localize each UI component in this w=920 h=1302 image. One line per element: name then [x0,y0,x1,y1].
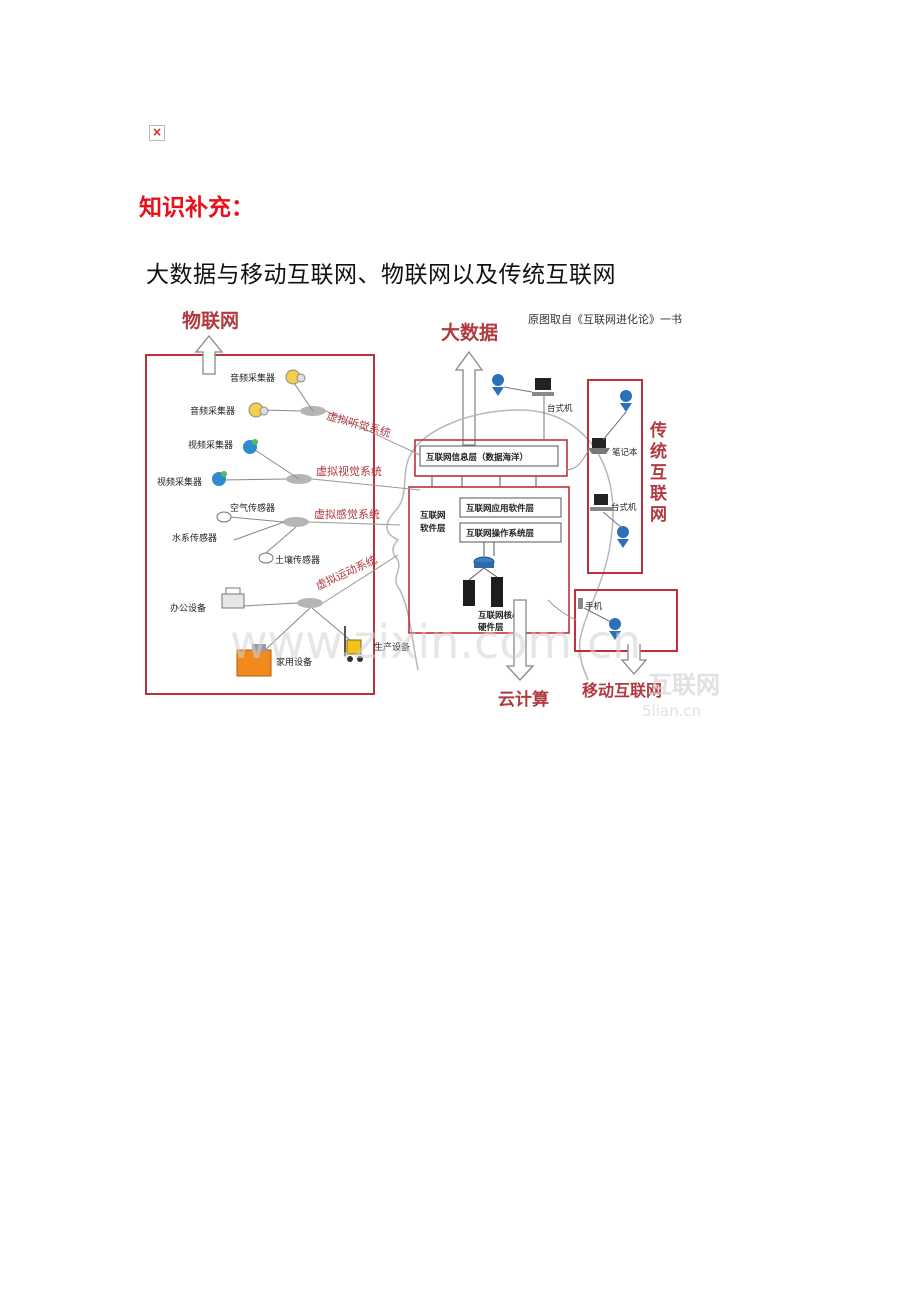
desktop-right-label: 台式机 [611,502,637,513]
section-heading: 知识补充： [139,195,254,221]
air-sensor-icon [216,511,232,523]
audio-collector-label-2: 音频采集器 [190,405,235,417]
iot-up-arrow-icon [194,334,224,375]
audio-collector-icon-2 [248,402,269,418]
virtual-motion-label: 虚拟运动系统 [313,552,379,593]
software-layer-label-1: 互联网 [420,510,446,521]
traditional-title-4: 联 [650,484,667,504]
info-layer-frame [414,439,568,477]
person-icon-2 [617,526,629,548]
virtual-sense-label: 虚拟感觉系统 [314,507,380,521]
hardware-layer-label-1: 互联网核心 [478,610,521,621]
mobile-down-arrow-icon [620,644,648,675]
mobile-internet-frame [574,589,678,652]
traditional-title-5: 网 [650,505,667,525]
traditional-title-2: 统 [650,441,667,462]
home-appliance-icon [236,644,272,677]
audio-collector-label-1: 音频采集器 [230,372,275,384]
audio-collector-icon [285,369,306,385]
video-collector-label-1: 视频采集器 [188,439,233,451]
source-note: 原图取自《互联网进化论》一书 [528,312,682,326]
water-sensor-label: 水系传感器 [172,532,217,544]
broken-image-icon: × [149,125,165,141]
soil-sensor-label: 土壤传感器 [275,554,320,566]
watermark-url-text: 5lian.cn [642,702,701,720]
cloud-title: 云计算 [498,689,549,710]
diagram-caption: 大数据与移动互联网、物联网以及传统互联网 [146,262,616,288]
server-icon [463,580,475,606]
bigdata-up-arrow-icon [454,350,484,446]
hardware-layer-label-2: 硬件层 [478,622,504,633]
air-sensor-label: 空气传感器 [230,502,275,514]
bigdata-title: 大数据 [441,321,498,344]
info-layer-box [419,445,559,467]
person-icon [620,390,632,412]
video-collector-label-2: 视频采集器 [157,476,202,488]
laptop-icon [588,438,610,454]
desktop-computer-icon [590,494,612,511]
traditional-title-1: 传 [649,420,667,441]
traditional-title-3: 互 [650,463,667,483]
app-layer-box [459,497,562,518]
motion-hub [297,598,323,608]
mobile-title: 移动互联网 [582,681,662,700]
core-frame [408,486,570,634]
home-appliance-label: 家用设备 [276,656,312,668]
traditional-internet-frame [587,379,643,574]
watermark-text: www.zixin.com.cn [230,615,641,669]
video-collector-icon [243,439,258,454]
office-equipment-label: 办公设备 [170,602,206,614]
mobile-phone-icon [578,598,583,609]
virtual-hearing-label: 虚拟听觉系统 [325,408,392,440]
software-layer-label-2: 软件层 [420,523,446,534]
video-collector-icon-2 [212,471,227,486]
desktop-top-label: 台式机 [547,403,573,414]
os-layer-label: 互联网操作系统层 [466,528,535,539]
info-layer-label: 互联网信息层（数据海洋） [426,452,528,463]
person-icon-3 [492,374,504,396]
watermark-logo-text: 互联网 [648,671,720,699]
head-outline [386,409,614,681]
desktop-computer-icon-2 [532,378,554,396]
virtual-vision-label: 虚拟视觉系统 [316,464,382,478]
soil-sensor-icon [258,552,274,564]
app-layer-label: 互联网应用软件层 [466,503,535,514]
phone-label: 手机 [585,601,603,612]
server-icon-2 [491,577,503,607]
laptop-label: 笔记本 [612,447,638,458]
iot-title: 物联网 [182,309,239,332]
person-icon-4 [609,618,621,640]
os-layer-box [459,522,562,543]
production-equipment-label: 生产设备 [374,641,410,653]
office-equipment-icon [221,587,245,609]
sensor-hub [283,517,309,527]
cloud-down-arrow-icon [505,599,535,681]
forklift-icon [344,626,363,662]
